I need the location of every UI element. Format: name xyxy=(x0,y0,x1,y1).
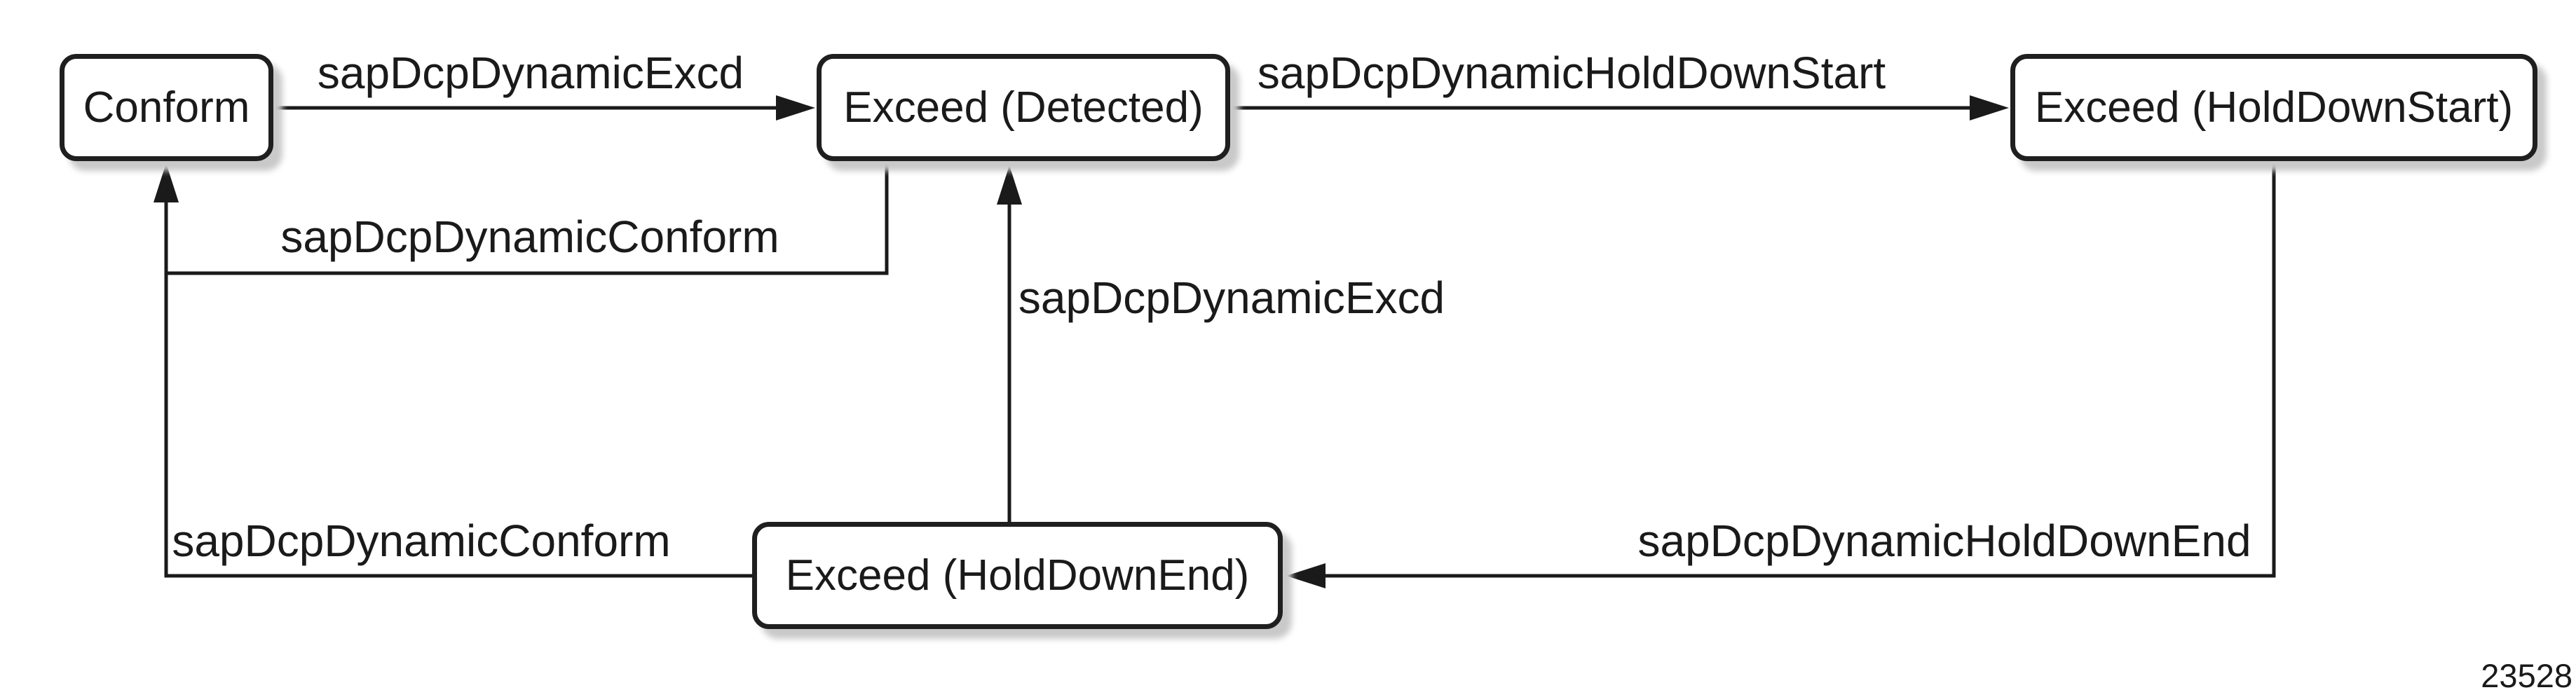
state-exceed-holddownstart: Exceed (HoldDownStart) xyxy=(2010,54,2537,161)
arrowhead-into-exceed-detected-left xyxy=(776,95,815,120)
state-conform: Conform xyxy=(60,54,273,161)
state-exceed-detected: Exceed (Detected) xyxy=(817,54,1230,161)
transition-label-exceed-detected-to-exceed-holddownstart: sapDcpDynamicHoldDownStart xyxy=(1257,48,1886,98)
transition-line-exceed-holddownend-to-conform xyxy=(164,200,752,578)
arrowhead-into-exceed-detected-bottom xyxy=(997,165,1022,205)
state-exceed-holddownstart-label: Exceed (HoldDownStart) xyxy=(2034,83,2514,132)
state-exceed-detected-label: Exceed (Detected) xyxy=(843,83,1204,132)
state-exceed-holddownend: Exceed (HoldDownEnd) xyxy=(752,522,1283,629)
transition-line-exceed-holddownstart-to-exceed-holddownend xyxy=(1323,158,2276,578)
arrowhead-into-conform-bottom xyxy=(154,163,179,202)
state-exceed-holddownend-label: Exceed (HoldDownEnd) xyxy=(785,551,1250,600)
transition-label-exceed-holddownstart-to-exceed-holddownend: sapDcpDynamicHoldDownEnd xyxy=(1637,516,2251,566)
transition-line-exceed-detected-to-conform xyxy=(166,158,889,275)
state-conform-label: Conform xyxy=(83,83,250,132)
arrowhead-into-exceed-holddownstart-left xyxy=(1970,95,2009,120)
transition-label-conform-to-exceed-detected: sapDcpDynamicExcd xyxy=(317,48,744,98)
transition-label-exceed-holddownend-to-exceed-detected: sapDcpDynamicExcd xyxy=(1018,272,1445,323)
figure-number: 23528 xyxy=(2481,657,2572,694)
transition-label-exceed-detected-to-conform: sapDcpDynamicConform xyxy=(280,212,779,262)
arrowhead-into-exceed-holddownend-right xyxy=(1286,563,1326,588)
transition-label-exceed-holddownend-to-conform: sapDcpDynamicConform xyxy=(172,516,671,566)
